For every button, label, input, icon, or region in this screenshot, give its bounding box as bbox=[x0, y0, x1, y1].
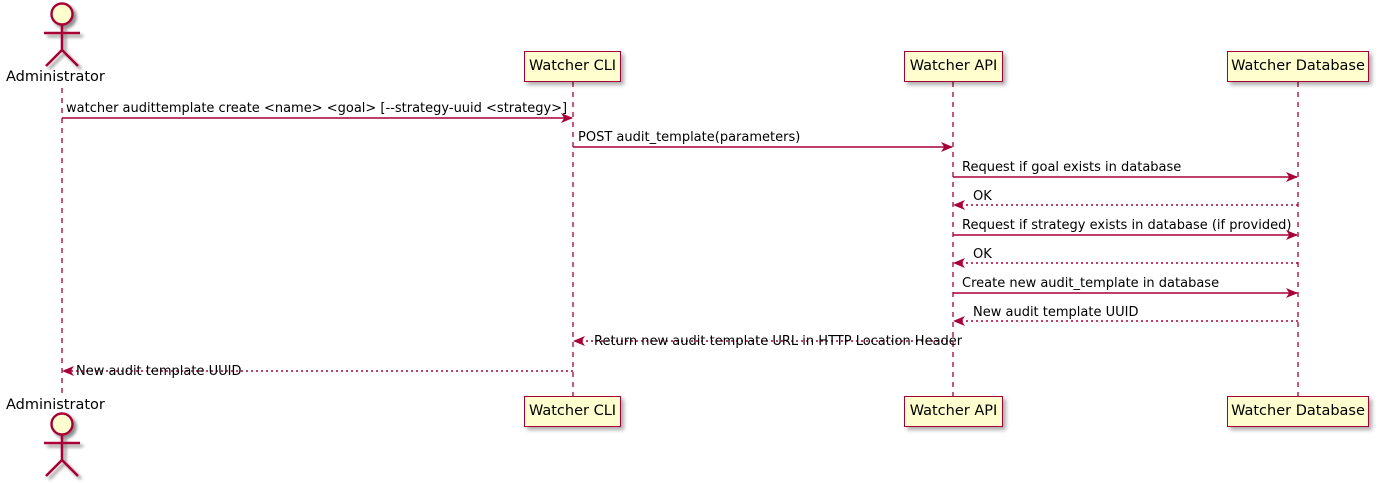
participant-box-watcher-cli-bottom[interactable]: Watcher CLI bbox=[524, 396, 621, 427]
participant-label: Watcher Database bbox=[1231, 403, 1365, 420]
message-label-1: watcher audittemplate create <name> <goa… bbox=[66, 101, 568, 116]
message-label-3: Request if goal exists in database bbox=[962, 160, 1182, 175]
message-label-8: New audit template UUID bbox=[973, 305, 1139, 320]
message-label-6: OK bbox=[973, 247, 992, 262]
participant-label: Watcher API bbox=[909, 58, 998, 75]
participant-box-watcher-api-bottom[interactable]: Watcher API bbox=[904, 396, 1003, 427]
message-label-9: Return new audit template URL in HTTP Lo… bbox=[594, 334, 963, 349]
participant-box-watcher-database-top[interactable]: Watcher Database bbox=[1227, 51, 1369, 82]
message-label-4: OK bbox=[973, 189, 992, 204]
participant-label: Watcher CLI bbox=[528, 403, 617, 420]
message-arrows bbox=[62, 113, 1298, 376]
participant-box-watcher-database-bottom[interactable]: Watcher Database bbox=[1227, 396, 1369, 427]
participant-box-watcher-cli-top[interactable]: Watcher CLI bbox=[524, 51, 621, 82]
actor-administrator-top bbox=[44, 2, 80, 67]
participant-label: Watcher CLI bbox=[528, 58, 617, 75]
message-label-5: Request if strategy exists in database (… bbox=[962, 218, 1292, 233]
actor-label-administrator-top: Administrator bbox=[6, 69, 105, 85]
message-label-7: Create new audit_template in database bbox=[962, 276, 1220, 291]
participant-label: Watcher API bbox=[909, 403, 998, 420]
actor-administrator-bottom bbox=[44, 412, 80, 477]
message-label-2: POST audit_template(parameters) bbox=[578, 130, 801, 145]
actor-label-administrator-bottom: Administrator bbox=[6, 397, 105, 413]
message-label-10: New audit template UUID bbox=[76, 364, 242, 379]
participant-label: Watcher Database bbox=[1231, 58, 1365, 75]
participant-box-watcher-api-top[interactable]: Watcher API bbox=[904, 51, 1003, 82]
